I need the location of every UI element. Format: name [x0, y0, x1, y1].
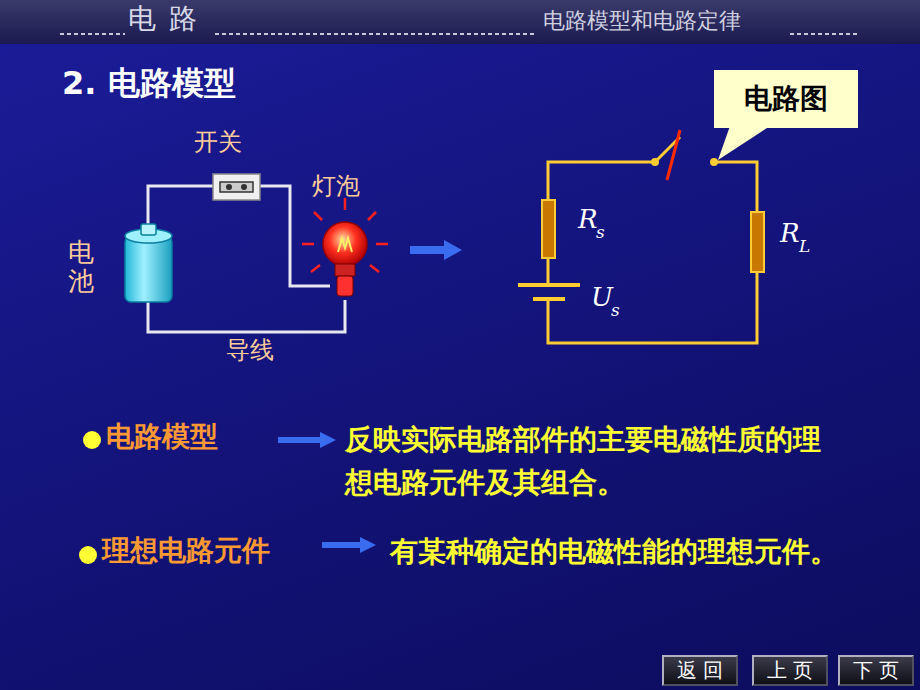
node-text: 上 页: [767, 657, 813, 684]
switch-terminal: [710, 158, 718, 166]
definition: 有某种确定的电磁性能的理想元件。: [390, 530, 860, 573]
term: 电路模型: [106, 420, 218, 454]
header-ornament: [215, 33, 535, 35]
part-name: 导线: [226, 336, 274, 365]
header-band: [0, 0, 920, 44]
switch-body: [213, 174, 260, 200]
header-title: 电 路: [128, 2, 199, 36]
battery-plate-short: [533, 297, 565, 301]
symbol-subscript: L: [799, 236, 810, 256]
resistor-symbol: [751, 212, 764, 272]
symbol-letter: U: [591, 282, 613, 313]
symbol-letter: R: [780, 218, 800, 249]
battery-plate-long: [518, 283, 580, 287]
part-name: 电池: [68, 238, 94, 295]
bullet-arrow: [278, 432, 336, 448]
resistor-symbol: [542, 200, 555, 258]
definition: 反映实际电路部件的主要电磁性质的理想电路元件及其组合。: [345, 418, 825, 505]
bulb-rays: [302, 198, 388, 272]
node-text: 电路图: [744, 80, 828, 118]
slide-title: 2. 电路模型: [62, 64, 236, 102]
switch-marker: [667, 130, 680, 180]
bulb-glass: [323, 222, 367, 266]
part-name: 灯泡: [312, 172, 360, 201]
circuit-schematic: [548, 137, 757, 343]
transform-arrow: [410, 240, 462, 260]
term: 理想电路元件: [102, 534, 270, 568]
nav-button: 上 页: [752, 655, 828, 686]
symbol-letter: R: [578, 204, 598, 235]
symbol-subscript: s: [596, 222, 605, 242]
callout-box: 电路图: [714, 70, 858, 128]
symbol-subscript: s: [611, 300, 620, 320]
switch-terminal: [651, 158, 659, 166]
node-text: 返 回: [677, 657, 723, 684]
callout-pointer: [718, 126, 770, 160]
bullet-dot: [79, 546, 97, 564]
nav-button: 下 页: [838, 655, 914, 686]
nav-button: 返 回: [662, 655, 738, 686]
battery-cell: [125, 236, 172, 302]
header-subtitle: 电路模型和电路定律: [543, 8, 741, 34]
node-text: 下 页: [853, 657, 899, 684]
part-name: 开关: [194, 128, 242, 157]
header-ornament: [60, 33, 125, 35]
bullet-dot: [83, 431, 101, 449]
bullet-arrow: [322, 537, 376, 553]
header-ornament: [790, 33, 860, 35]
